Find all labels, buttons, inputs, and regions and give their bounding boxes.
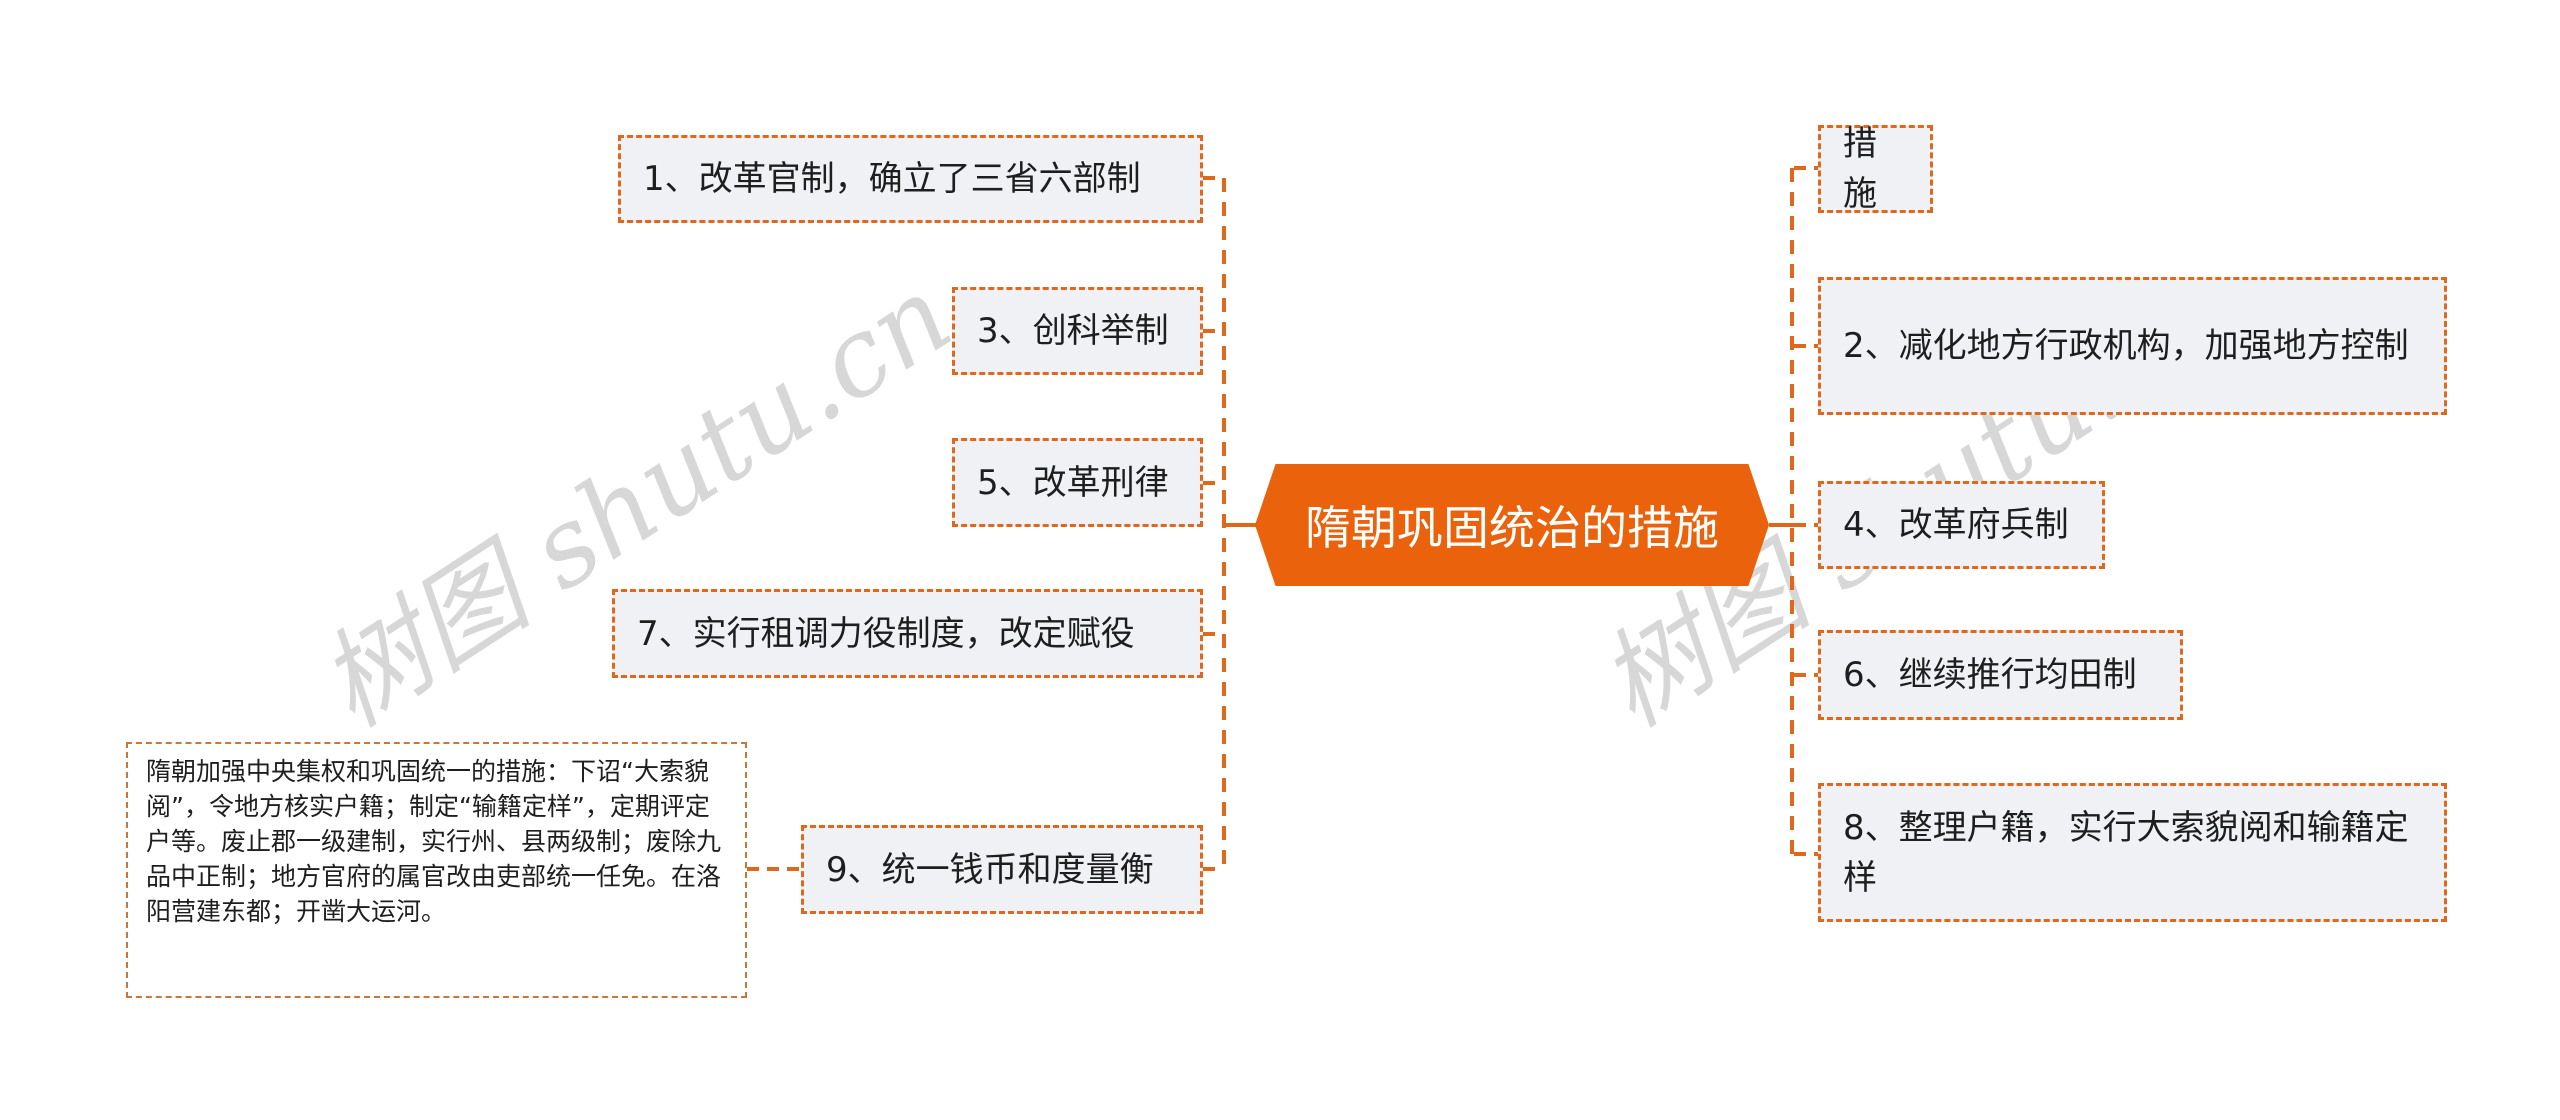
branch-label: 6、继续推行均田制 <box>1843 655 2137 695</box>
connector-branch-9 <box>1203 867 1223 871</box>
right-trunk-connector <box>1790 168 1794 854</box>
center-to-right-connector <box>1769 523 1794 527</box>
branch-label: 9、统一钱币和度量衡 <box>826 849 1154 890</box>
connector-branch-3 <box>1203 329 1223 333</box>
connector-detail <box>747 867 801 871</box>
branch-node-4[interactable]: 4、改革府兵制 <box>1818 481 2105 569</box>
central-topic-node[interactable]: 隋朝巩固统治的措施 <box>1255 464 1769 586</box>
center-to-left-connector <box>1224 523 1256 527</box>
branch-label: 2、减化地方行政机构，加强地方控制 <box>1843 326 2409 366</box>
connector-branch-4 <box>1794 523 1818 527</box>
branch-label: 7、实行租调力役制度，改定赋役 <box>637 613 1135 654</box>
branch-node-8[interactable]: 8、整理户籍，实行大索貌阅和输籍定样 <box>1818 783 2447 922</box>
branch-node-9[interactable]: 9、统一钱币和度量衡 <box>801 825 1203 914</box>
connector-branch-8 <box>1794 852 1818 856</box>
branch-label: 5、改革刑律 <box>977 462 1169 503</box>
connector-branch-6 <box>1794 673 1818 677</box>
branch-node-2[interactable]: 2、减化地方行政机构，加强地方控制 <box>1818 277 2447 415</box>
branch-node-5[interactable]: 5、改革刑律 <box>952 438 1203 527</box>
branch-node-3[interactable]: 3、创科举制 <box>952 287 1203 375</box>
connector-branch-measures <box>1794 166 1818 170</box>
detail-note-text: 隋朝加强中央集权和巩固统一的措施：下诏“大索貌阅”，令地方核实户籍；制定“输籍定… <box>146 757 722 926</box>
branch-label: 4、改革府兵制 <box>1843 505 2069 545</box>
branch-label: 措施 <box>1843 124 1877 214</box>
branch-node-1[interactable]: 1、改革官制，确立了三省六部制 <box>618 135 1203 223</box>
detail-note-node[interactable]: 隋朝加强中央集权和巩固统一的措施：下诏“大索貌阅”，令地方核实户籍；制定“输籍定… <box>126 742 747 998</box>
branch-node-7[interactable]: 7、实行租调力役制度，改定赋役 <box>612 589 1203 678</box>
connector-branch-5 <box>1203 481 1223 485</box>
branch-label: 3、创科举制 <box>977 311 1169 351</box>
branch-label: 1、改革官制，确立了三省六部制 <box>643 159 1141 199</box>
connector-branch-2 <box>1794 344 1818 348</box>
connector-branch-1 <box>1203 176 1223 180</box>
connector-branch-7 <box>1203 632 1223 636</box>
branch-label: 8、整理户籍，实行大索貌阅和输籍定样 <box>1843 807 2409 898</box>
branch-node-6[interactable]: 6、继续推行均田制 <box>1818 630 2183 720</box>
branch-node-measures[interactable]: 措施 <box>1818 124 1933 214</box>
